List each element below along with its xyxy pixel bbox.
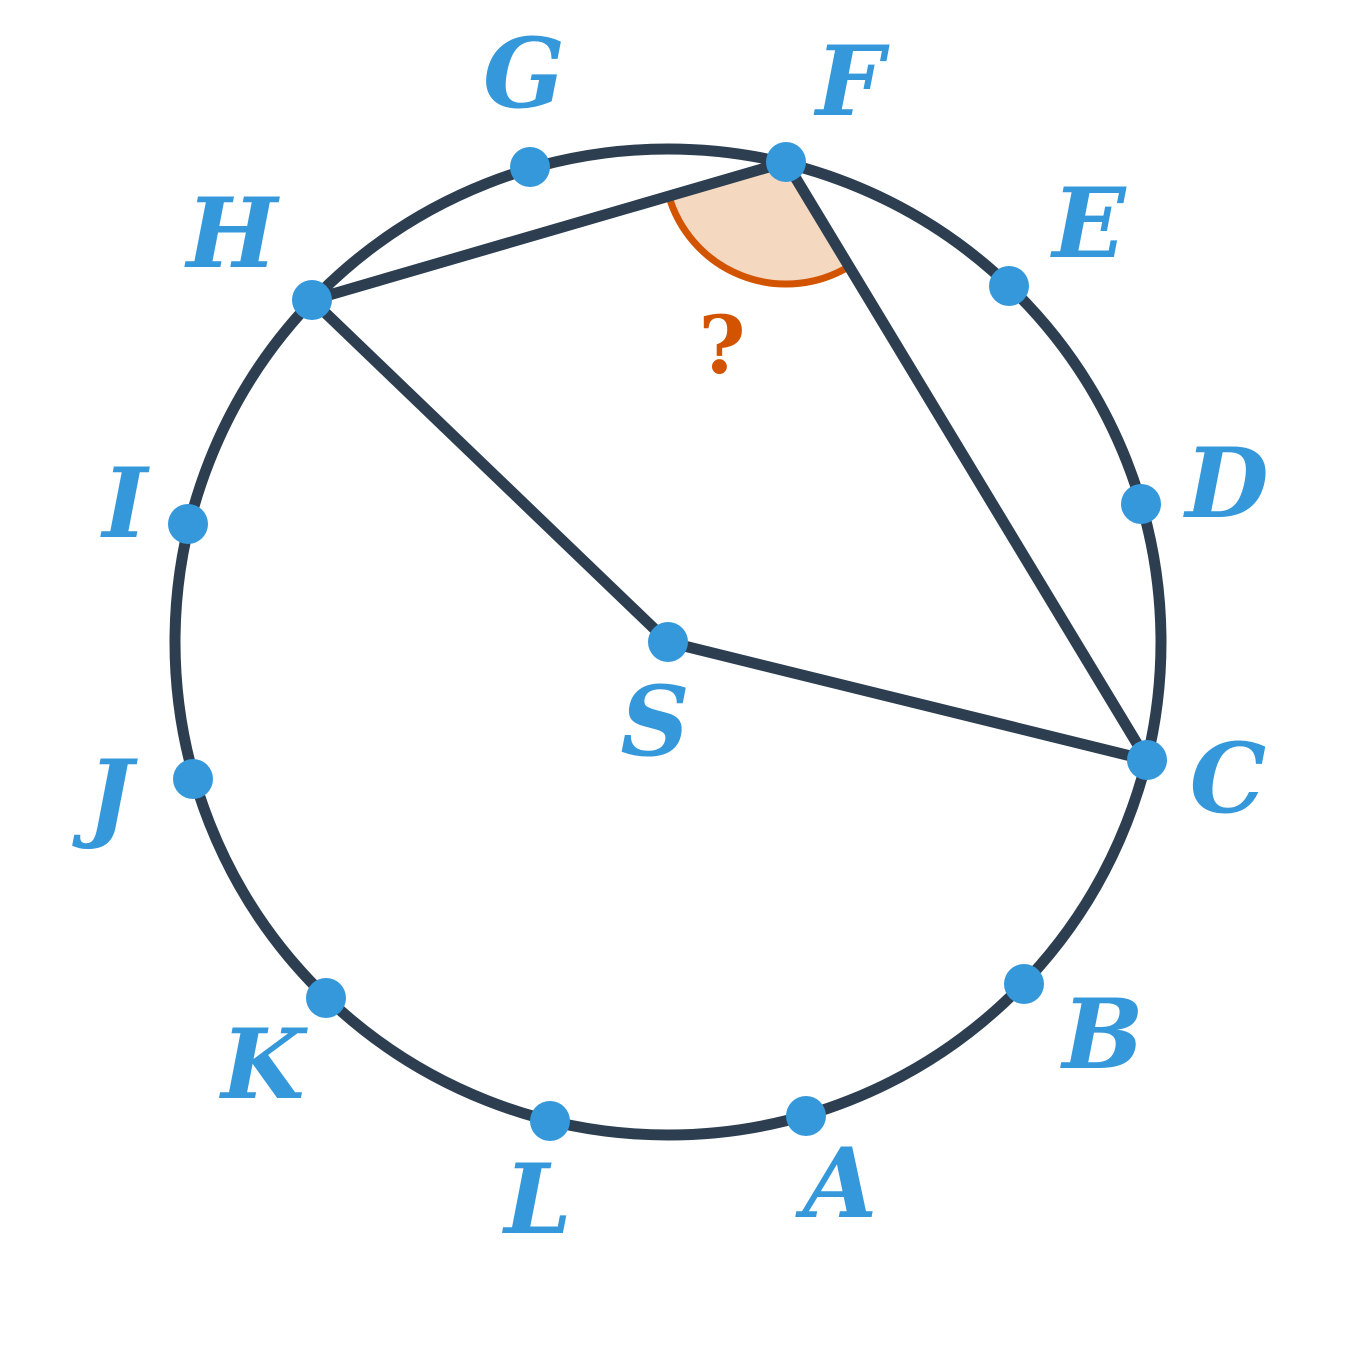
point-f <box>766 142 806 182</box>
angle-arc <box>665 195 851 288</box>
label-e: E <box>1049 167 1127 280</box>
point-e <box>989 266 1029 306</box>
point-j <box>173 759 213 799</box>
angle-mark-group: ? <box>665 162 851 392</box>
point-h <box>292 280 332 320</box>
segment-hf <box>306 156 792 306</box>
angle-label: ? <box>699 298 746 392</box>
label-k: K <box>218 1008 308 1121</box>
label-j: J <box>71 739 138 852</box>
circle <box>169 143 1167 1141</box>
segments-group <box>306 156 1153 766</box>
point-a <box>786 1096 826 1136</box>
label-s: S <box>620 665 689 778</box>
label-d: D <box>1182 427 1268 540</box>
point-i <box>168 504 208 544</box>
segment-fc <box>780 156 1153 766</box>
label-b: B <box>1059 978 1143 1091</box>
point-l <box>530 1101 570 1141</box>
label-c: C <box>1190 722 1266 835</box>
point-g <box>510 147 550 187</box>
point-s <box>648 622 688 662</box>
point-c <box>1127 740 1167 780</box>
label-l: L <box>501 1143 572 1256</box>
label-h: H <box>184 177 281 290</box>
label-a: A <box>795 1127 877 1240</box>
point-b <box>1004 964 1044 1004</box>
label-f: F <box>813 25 890 138</box>
point-k <box>306 978 346 1018</box>
segment-hs <box>306 294 674 648</box>
segment-sc <box>662 636 1153 766</box>
label-i: I <box>100 447 151 560</box>
point-d <box>1121 484 1161 524</box>
points-group <box>168 142 1167 1141</box>
labels-group: A B C D E F G H I J K L S <box>71 17 1268 1256</box>
label-g: G <box>483 17 565 130</box>
